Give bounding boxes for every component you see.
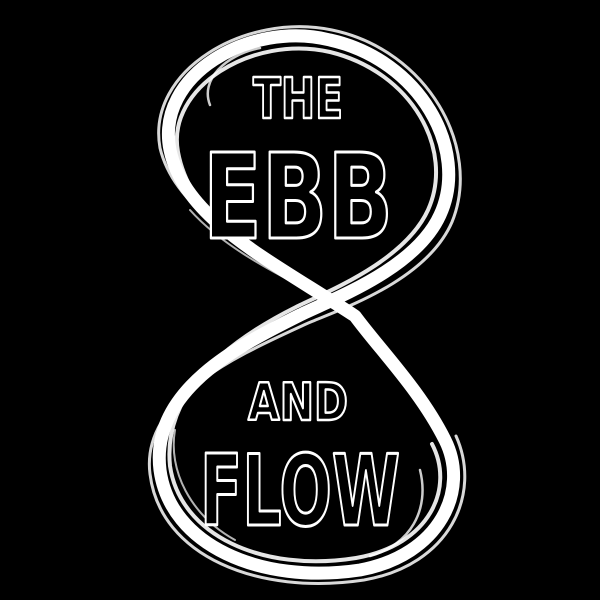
infinity-eight-brushstroke-icon — [147, 25, 467, 585]
logo-word-flow: FLOW — [200, 435, 400, 549]
logo-word-and: AND — [248, 373, 348, 433]
logo-word-ebb: EBB — [203, 128, 393, 266]
logo-word-the: THE — [253, 67, 343, 132]
